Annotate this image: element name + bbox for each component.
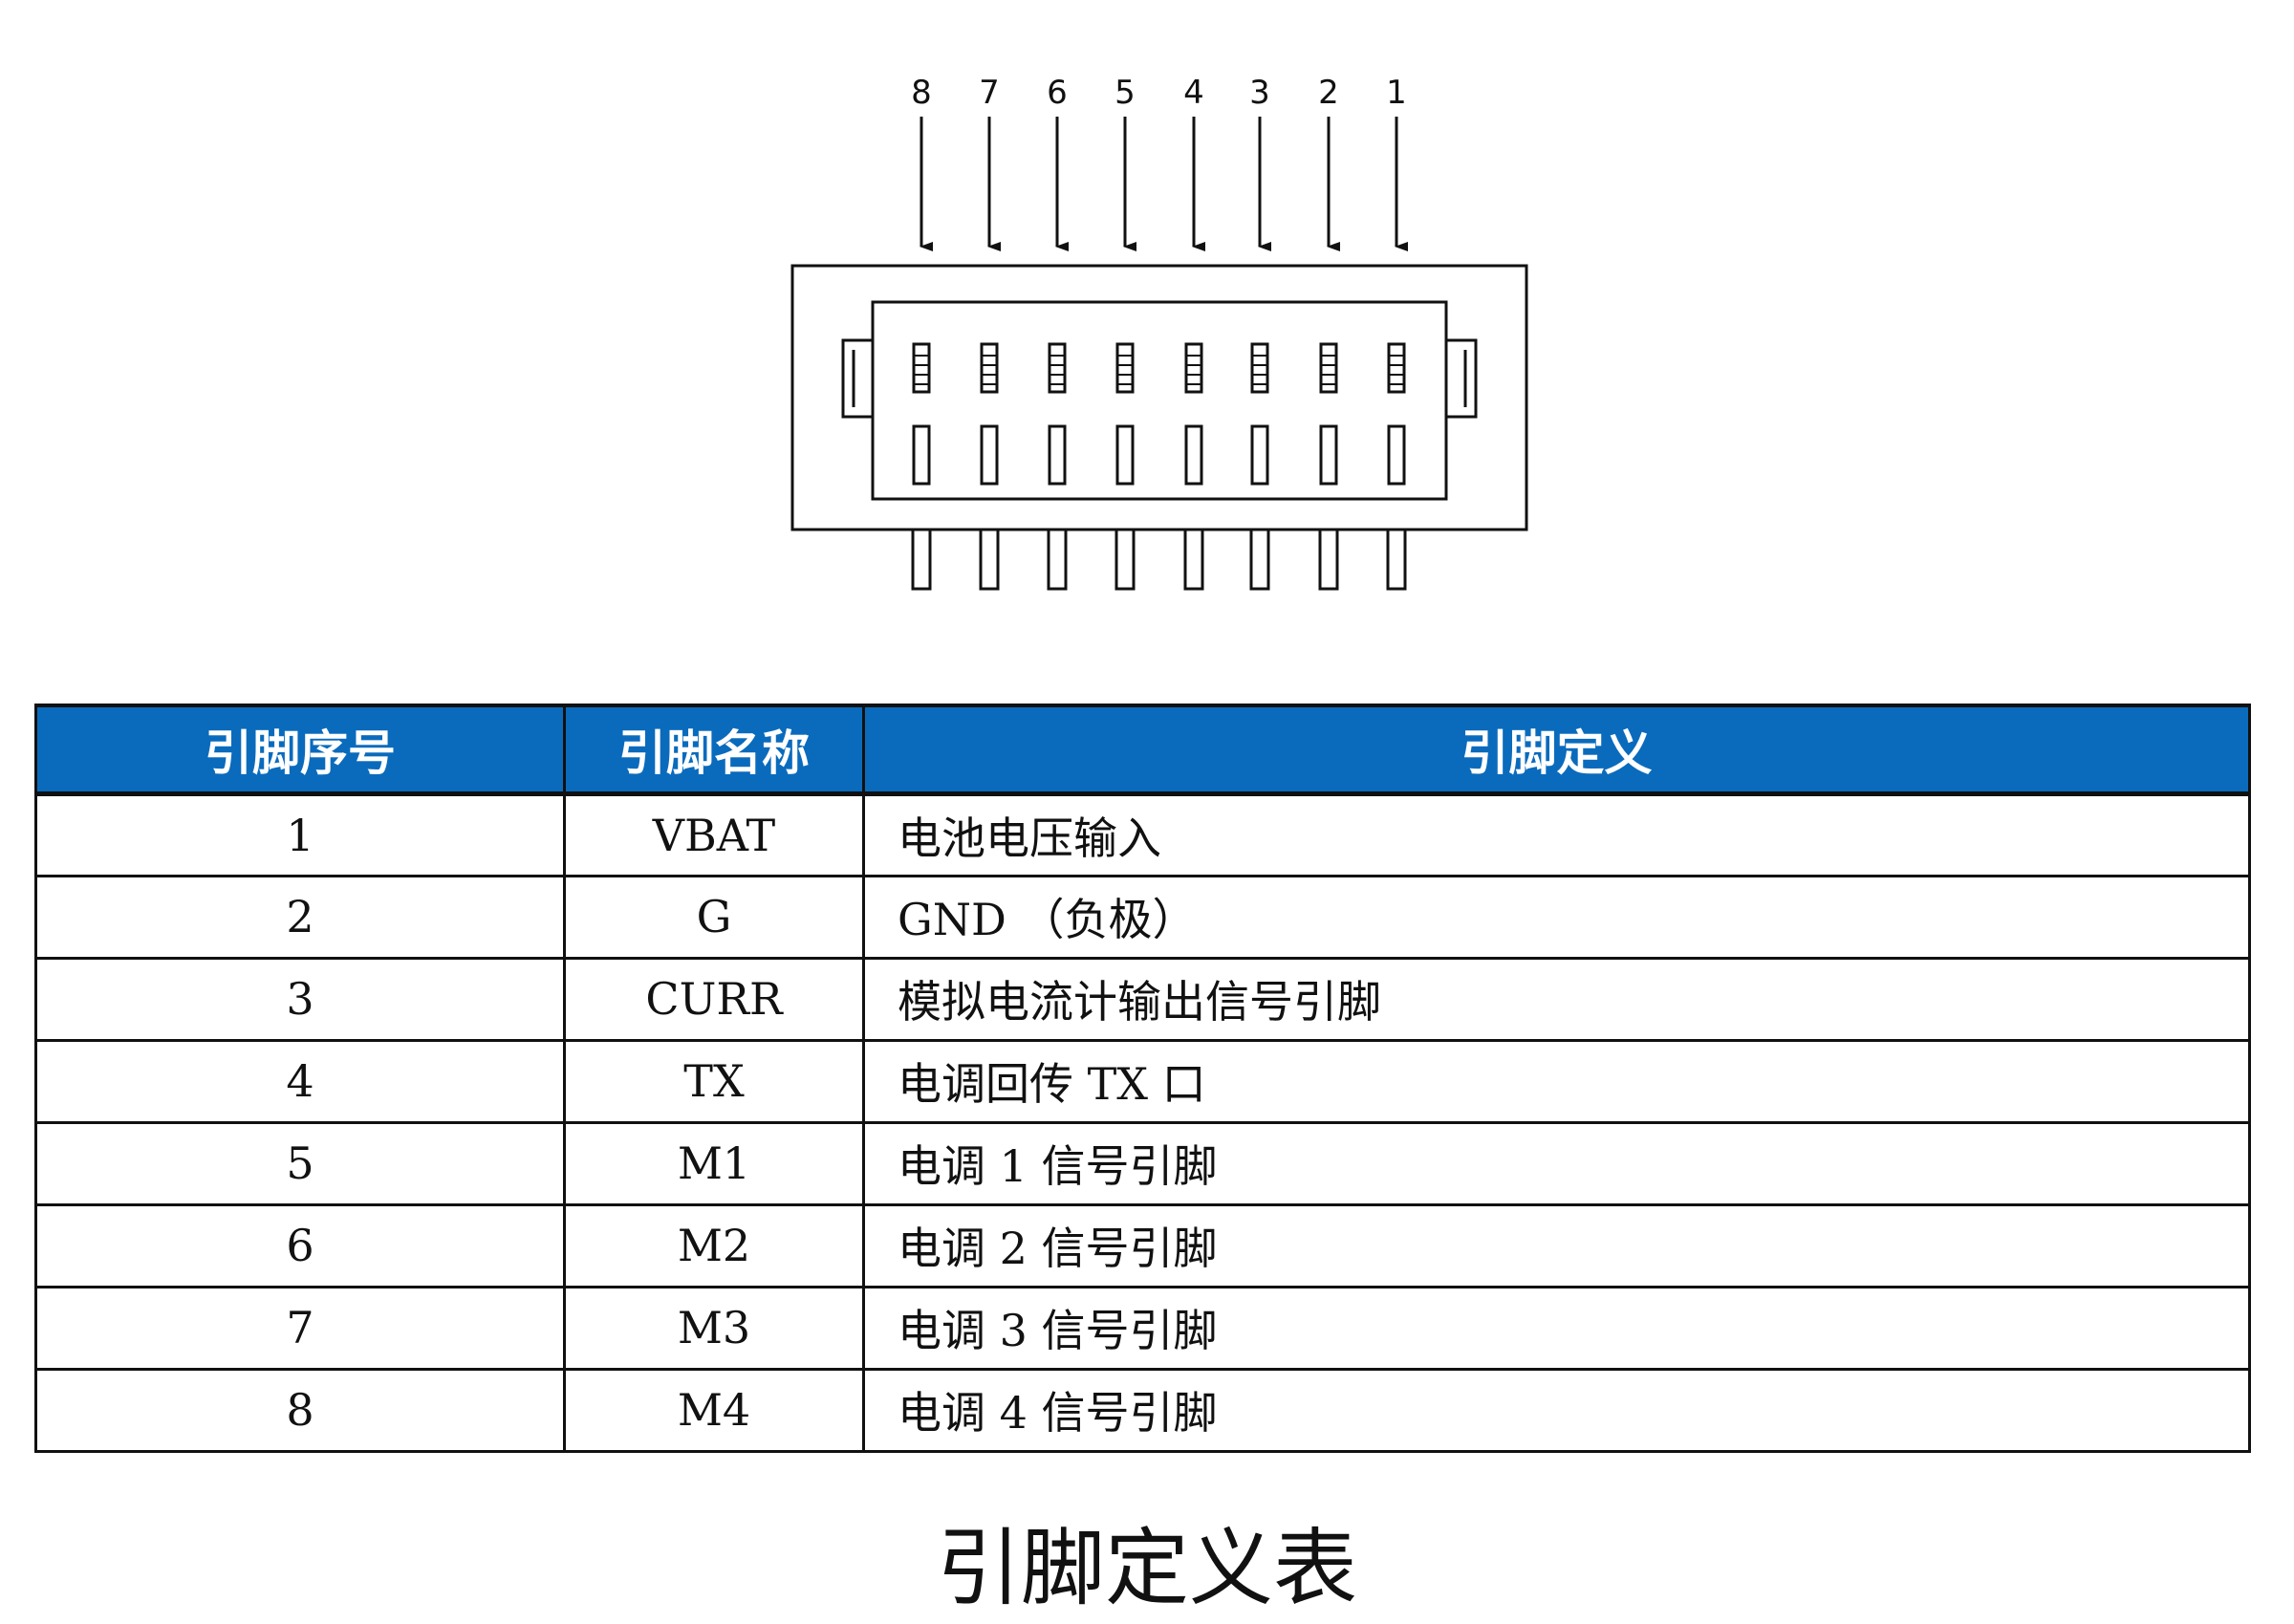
- cell-pin-number: 2: [34, 874, 566, 960]
- table-row: 3 CURR 模拟电流计输出信号引脚: [34, 956, 2251, 1042]
- cell-pin-name: M4: [563, 1367, 865, 1453]
- pin-leg: [1249, 528, 1270, 591]
- cell-pin-name: M2: [563, 1202, 865, 1288]
- header-pin-name: 引脚名称: [563, 704, 865, 796]
- cell-pin-number: 6: [34, 1202, 566, 1288]
- table-caption: 引脚定义表: [936, 1519, 1357, 1617]
- pin-labels: 8 7 6 5 4 3 2 1: [911, 74, 1407, 112]
- table-header-row: 引脚序号 引脚名称 引脚定义: [34, 704, 2251, 796]
- pin-middle-contact: [1387, 424, 1406, 486]
- pin-middle-contact: [1048, 424, 1067, 486]
- pin-label: 7: [979, 74, 1000, 112]
- cell-pin-number: 4: [34, 1038, 566, 1124]
- table-row: 5 M1 电调 1 信号引脚: [34, 1120, 2251, 1206]
- pin-middle-contact: [1115, 424, 1135, 486]
- connector-cavity: [871, 300, 1448, 501]
- connector-housing: [790, 264, 1528, 531]
- table-row: 1 VBAT 电池电压输入: [34, 791, 2251, 877]
- cell-pin-number: 8: [34, 1367, 566, 1453]
- connector-diagram: 8 7 6 5 4 3 2 1: [790, 74, 1528, 591]
- left-latch: [841, 338, 873, 419]
- cell-pin-definition: 电调 2 信号引脚: [862, 1202, 2251, 1288]
- pin-middle-contact: [980, 424, 999, 486]
- table-row: 2 G GND （负极）: [34, 874, 2251, 960]
- pin-leg: [1047, 528, 1068, 591]
- pin-label: 6: [1047, 74, 1068, 112]
- pin-middle-contact: [1319, 424, 1338, 486]
- pin-upper-contact: [980, 342, 999, 394]
- pin-label: 3: [1249, 74, 1270, 112]
- cell-pin-definition: 电调回传 TX 口: [862, 1038, 2251, 1124]
- header-pin-number: 引脚序号: [34, 704, 566, 796]
- pin-leg: [1318, 528, 1339, 591]
- pin-bodies: [911, 342, 1407, 591]
- pin-label: 1: [1386, 74, 1407, 112]
- cell-pin-name: TX: [563, 1038, 865, 1124]
- cell-pin-definition: GND （负极）: [862, 874, 2251, 960]
- cell-pin-name: G: [563, 874, 865, 960]
- pin-upper-contact: [912, 342, 931, 394]
- pin-upper-contact: [1184, 342, 1203, 394]
- cell-pin-number: 1: [34, 791, 566, 877]
- pin-leg: [1183, 528, 1204, 591]
- pin-label: 4: [1183, 74, 1204, 112]
- table-row: 6 M2 电调 2 信号引脚: [34, 1202, 2251, 1288]
- pin-leg: [911, 528, 932, 591]
- cell-pin-definition: 电池电压输入: [862, 791, 2251, 877]
- cell-pin-name: VBAT: [563, 791, 865, 877]
- pin-leg: [1386, 528, 1407, 591]
- pin-middle-contact: [1184, 424, 1203, 486]
- cell-pin-name: M1: [563, 1120, 865, 1206]
- table-row: 7 M3 电调 3 信号引脚: [34, 1285, 2251, 1371]
- pin-label: 5: [1115, 74, 1136, 112]
- pin-label: 2: [1318, 74, 1339, 112]
- table-row: 4 TX 电调回传 TX 口: [34, 1038, 2251, 1124]
- pin-upper-contact: [1115, 342, 1135, 394]
- header-pin-definition: 引脚定义: [862, 704, 2251, 796]
- pin-leg: [1115, 528, 1136, 591]
- pin-upper-contact: [1387, 342, 1406, 394]
- cell-pin-name: M3: [563, 1285, 865, 1371]
- cell-pin-definition: 模拟电流计输出信号引脚: [862, 956, 2251, 1042]
- pin-definition-table: 引脚序号 引脚名称 引脚定义 1 VBAT 电池电压输入 2 G GND （负极…: [34, 704, 2251, 1453]
- pin-upper-contact: [1048, 342, 1067, 394]
- cell-pin-definition: 电调 3 信号引脚: [862, 1285, 2251, 1371]
- pin-label: 8: [911, 74, 932, 112]
- cell-pin-number: 5: [34, 1120, 566, 1206]
- table-row: 8 M4 电调 4 信号引脚: [34, 1367, 2251, 1453]
- cell-pin-definition: 电调 4 信号引脚: [862, 1367, 2251, 1453]
- pin-leg: [979, 528, 1000, 591]
- pin-upper-contact: [1319, 342, 1338, 394]
- pin-middle-contact: [912, 424, 931, 486]
- cell-pin-number: 7: [34, 1285, 566, 1371]
- pin-middle-contact: [1250, 424, 1269, 486]
- pin-upper-contact: [1250, 342, 1269, 394]
- pin-arrows: [920, 117, 1408, 251]
- cell-pin-definition: 电调 1 信号引脚: [862, 1120, 2251, 1206]
- cell-pin-number: 3: [34, 956, 566, 1042]
- right-latch: [1446, 338, 1478, 419]
- cell-pin-name: CURR: [563, 956, 865, 1042]
